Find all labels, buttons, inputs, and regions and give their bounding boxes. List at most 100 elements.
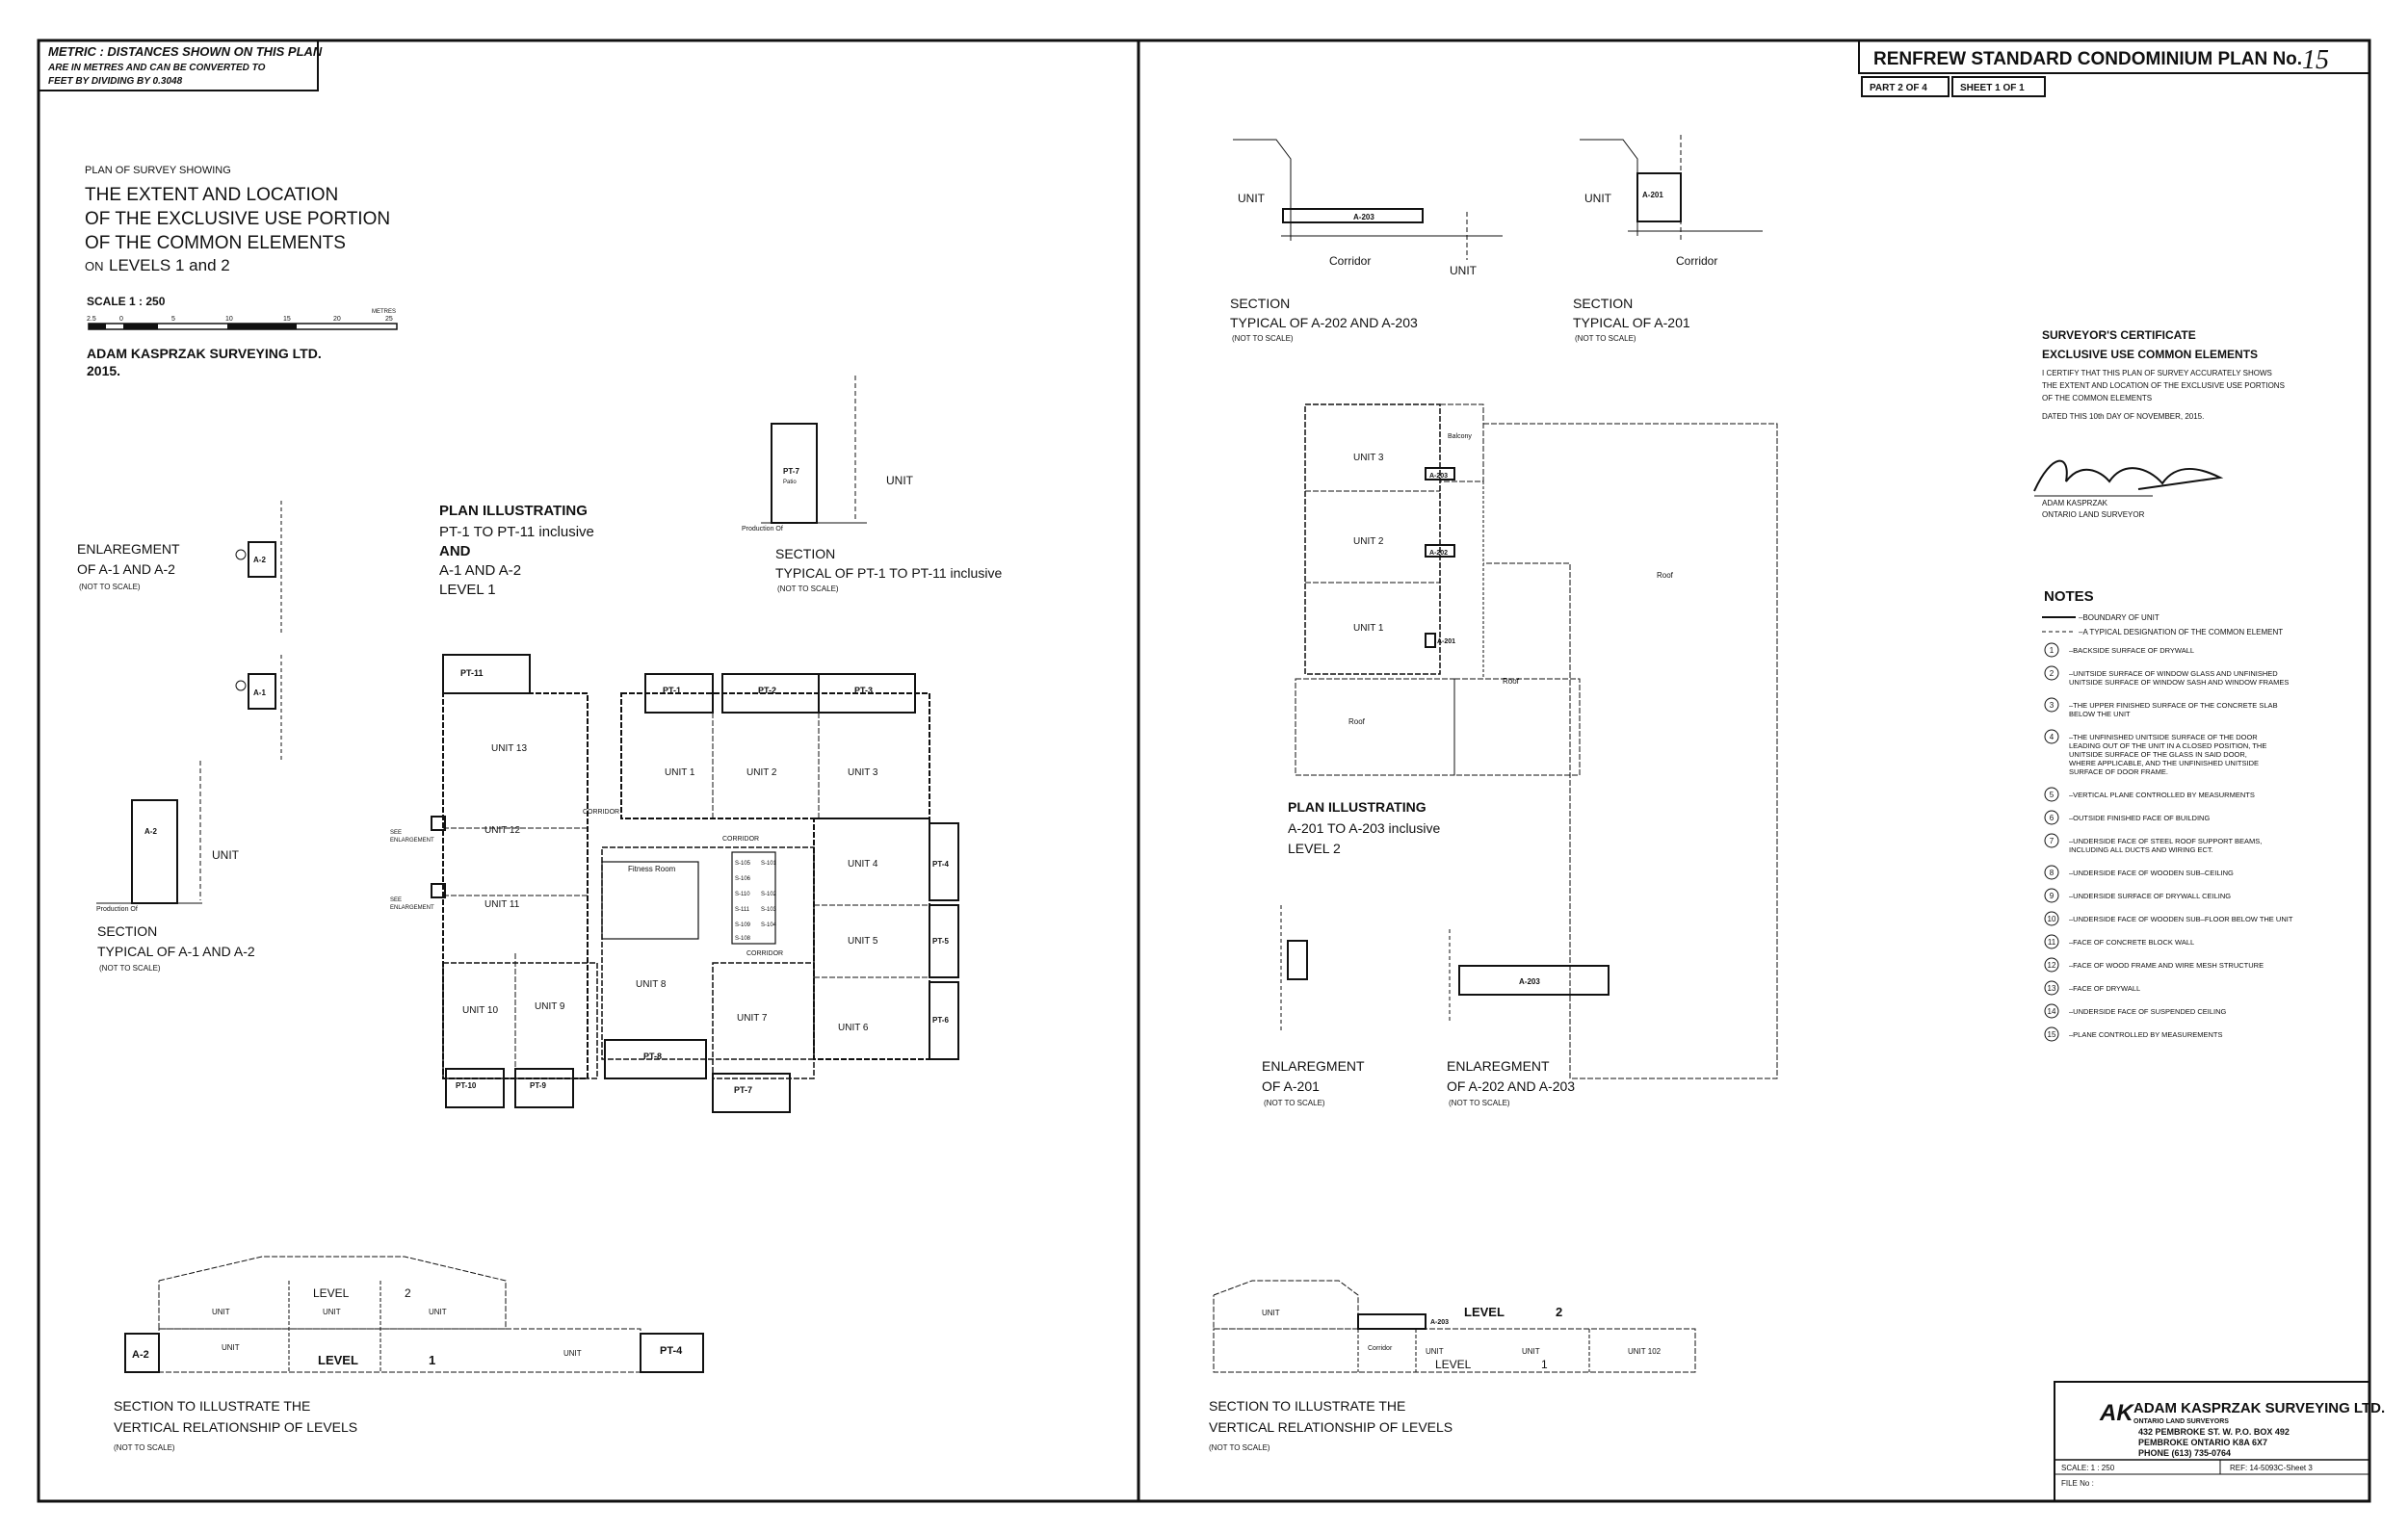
svg-text:A-203: A-203 xyxy=(1353,213,1374,221)
svg-text:PT-8: PT-8 xyxy=(643,1052,662,1061)
svg-text:PT-4: PT-4 xyxy=(932,860,949,869)
svg-text:PT-11: PT-11 xyxy=(460,668,484,678)
svg-text:UNIT 102: UNIT 102 xyxy=(1628,1347,1662,1356)
note-text: –UNDERSIDE FACE OF WOODEN SUB–FLOOR BELO… xyxy=(2069,915,2293,923)
company-logo: AK xyxy=(2099,1400,2134,1426)
svg-text:UNIT 1: UNIT 1 xyxy=(1353,623,1384,634)
svg-text:SECTION: SECTION xyxy=(775,546,835,561)
svg-text:(NOT TO SCALE): (NOT TO SCALE) xyxy=(1575,334,1636,343)
note-text: –FACE OF DRYWALL xyxy=(2069,984,2140,993)
note-number-circle xyxy=(2044,787,2059,802)
metric-note-line1: METRIC : DISTANCES SHOWN ON THIS PLAN xyxy=(48,44,323,59)
svg-text:SCALE: 1 : 250: SCALE: 1 : 250 xyxy=(2061,1464,2115,1472)
svg-text:UNIT 9: UNIT 9 xyxy=(535,1001,565,1012)
svg-text:UNIT: UNIT xyxy=(429,1308,447,1316)
svg-text:SURVEYOR'S CERTIFICATE: SURVEYOR'S CERTIFICATE xyxy=(2042,328,2196,342)
svg-text:S-109: S-109 xyxy=(735,922,751,928)
scale-label: SCALE 1 : 250 xyxy=(87,295,166,308)
sheet-label: SHEET 1 OF 1 xyxy=(1960,83,2025,93)
svg-text:LEVEL: LEVEL xyxy=(313,1286,350,1300)
svg-text:CORRIDOR: CORRIDOR xyxy=(722,836,759,843)
note-text: –THE UPPER FINISHED SURFACE OF THE CONCR… xyxy=(2069,701,2278,710)
svg-text:A-203: A-203 xyxy=(1429,473,1448,480)
svg-text:S-106: S-106 xyxy=(735,876,751,882)
svg-text:PT-9: PT-9 xyxy=(530,1081,546,1090)
metric-note-line2: ARE IN METRES AND CAN BE CONVERTED TO xyxy=(47,63,266,73)
note-number: 3 xyxy=(2050,701,2055,710)
note-number: 5 xyxy=(2050,791,2055,799)
svg-text:5: 5 xyxy=(171,316,175,323)
svg-text:432 PEMBROKE ST. W. P.O. BO: 432 PEMBROKE ST. W. P.O. BOX 492 xyxy=(2138,1427,2290,1437)
svg-text:ENLARGEMENT: ENLARGEMENT xyxy=(390,905,434,911)
note-number-circle xyxy=(2044,888,2059,903)
survey-intro: PLAN OF SURVEY SHOWING xyxy=(85,165,231,176)
svg-text:Corridor: Corridor xyxy=(1676,254,1717,268)
surveyor-signature xyxy=(2033,459,2224,492)
svg-text:Corridor: Corridor xyxy=(1329,254,1371,268)
svg-text:NOTES: NOTES xyxy=(2044,588,2094,605)
svg-text:2: 2 xyxy=(1556,1305,1562,1319)
svg-text:UNIT 8: UNIT 8 xyxy=(636,979,667,990)
svg-text:VERTICAL RELATIONSHIP OF LEVEL: VERTICAL RELATIONSHIP OF LEVELS xyxy=(1209,1419,1453,1435)
svg-text:(NOT TO SCALE): (NOT TO SCALE) xyxy=(1449,1099,1510,1107)
svg-text:UNIT 4: UNIT 4 xyxy=(848,859,878,870)
svg-text:SEE: SEE xyxy=(390,830,402,836)
svg-text:TYPICAL OF PT-1 TO PT-11 inclu: TYPICAL OF PT-1 TO PT-11 inclusive xyxy=(775,565,1002,581)
note-text: –UNDERSIDE FACE OF STEEL ROOF SUPPORT BE… xyxy=(2069,837,2262,845)
svg-text:LEVEL: LEVEL xyxy=(318,1353,358,1367)
svg-text:LEVEL: LEVEL xyxy=(1464,1305,1505,1319)
right-vertical-section xyxy=(1213,1280,1696,1373)
svg-text:A-1 AND A-2: A-1 AND A-2 xyxy=(439,562,521,579)
svg-text:LEVEL 2: LEVEL 2 xyxy=(1288,841,1341,856)
svg-text:UNIT: UNIT xyxy=(563,1349,582,1358)
note-text: –BACKSIDE SURFACE OF DRYWALL xyxy=(2069,646,2194,655)
svg-text:OF A-202 AND A-203: OF A-202 AND A-203 xyxy=(1447,1078,1575,1094)
svg-text:PT-6: PT-6 xyxy=(932,1016,949,1025)
svg-text:2.5: 2.5 xyxy=(87,316,96,323)
svg-text:A-2: A-2 xyxy=(132,1349,149,1361)
svg-text:ONTARIO LAND SURVEYORS: ONTARIO LAND SURVEYORS xyxy=(2133,1418,2229,1425)
svg-text:UNIT 3: UNIT 3 xyxy=(1353,453,1384,463)
note-text: WHERE APPLICABLE, AND THE UNFINISHED UNI… xyxy=(2069,759,2259,767)
svg-text:PT-4: PT-4 xyxy=(660,1345,683,1357)
svg-text:SEE: SEE xyxy=(390,897,402,903)
right-sheet-frame xyxy=(1137,39,2371,1503)
svg-text:UNIT 10: UNIT 10 xyxy=(462,1005,498,1016)
svg-text:THE EXTENT AND LOCATION OF THE: THE EXTENT AND LOCATION OF THE EXCLUSIVE… xyxy=(2042,381,2285,390)
survey-line-3: OF THE COMMON ELEMENTS xyxy=(85,233,346,253)
section-a1-a2: A-2 UNIT Production Of SECTION TYPICAL O… xyxy=(96,761,255,973)
svg-text:2: 2 xyxy=(405,1286,411,1300)
svg-text:CORRIDOR: CORRIDOR xyxy=(583,809,619,816)
svg-text:(NOT TO SCALE): (NOT TO SCALE) xyxy=(1209,1443,1270,1452)
svg-text:PT-3: PT-3 xyxy=(854,686,873,695)
notes: NOTES –BOUNDARY OF UNIT –A TYPICAL DESIG… xyxy=(2042,588,2293,1042)
svg-text:0: 0 xyxy=(119,316,123,323)
note-number-circle xyxy=(2044,729,2059,744)
note-number-circle xyxy=(2044,1003,2059,1019)
svg-text:ONTARIO LAND SURVEYOR: ONTARIO LAND SURVEYOR xyxy=(2042,510,2145,519)
enlargement-a202-a203: A-203 ENLAREGMENT OF A-202 AND A-203 (NO… xyxy=(1447,929,1610,1107)
note-text: –UNITSIDE SURFACE OF WINDOW GLASS AND UN… xyxy=(2069,669,2278,678)
note-number: 6 xyxy=(2050,814,2055,822)
svg-text:ADAM KASPRZAK: ADAM KASPRZAK xyxy=(2042,499,2108,507)
svg-text:UNIT 1: UNIT 1 xyxy=(665,767,695,778)
company-year: 2015. xyxy=(87,363,120,378)
svg-text:OF A-201: OF A-201 xyxy=(1262,1078,1320,1094)
note-number-circle xyxy=(2044,642,2059,658)
note-number: 12 xyxy=(2048,961,2056,970)
svg-text:Roof: Roof xyxy=(1348,717,1366,726)
note-text: –UNDERSIDE FACE OF SUSPENDED CEILING xyxy=(2069,1007,2227,1016)
note-text: –THE UNFINISHED UNITSIDE SURFACE OF THE … xyxy=(2069,733,2258,741)
svg-text:UNIT: UNIT xyxy=(1262,1309,1280,1317)
svg-text:PT-1 TO PT-11 inclusive: PT-1 TO PT-11 inclusive xyxy=(439,524,594,540)
svg-text:A-2: A-2 xyxy=(144,827,157,836)
svg-text:1: 1 xyxy=(1541,1358,1548,1371)
svg-text:A-201: A-201 xyxy=(1437,638,1455,645)
svg-text:ENLAREGMENT: ENLAREGMENT xyxy=(1262,1058,1365,1074)
svg-text:METRES: METRES xyxy=(372,309,396,315)
note-number: 10 xyxy=(2048,915,2056,923)
survey-heading: PLAN OF SURVEY SHOWING THE EXTENT AND LO… xyxy=(85,165,398,378)
svg-text:20: 20 xyxy=(333,316,341,323)
svg-text:EXCLUSIVE USE COMMON ELEMENTS: EXCLUSIVE USE COMMON ELEMENTS xyxy=(2042,348,2258,361)
